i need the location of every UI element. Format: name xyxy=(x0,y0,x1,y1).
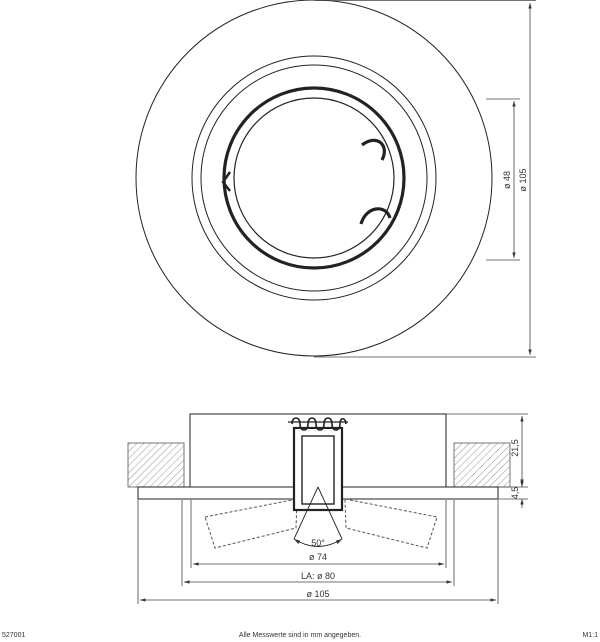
body-inner-circle xyxy=(200,64,428,292)
ceiling-hatch-right xyxy=(453,442,511,488)
outer-flange-circle xyxy=(135,0,493,357)
spring-bracket xyxy=(292,426,344,512)
angle-line-right xyxy=(317,486,343,540)
lamp-ring-inner xyxy=(233,97,395,259)
dim-label-height: 21,5 xyxy=(510,439,520,457)
ceiling-hatch-left xyxy=(127,442,185,488)
dim-label-74: ø 74 xyxy=(309,552,327,562)
side-view-dimensions xyxy=(137,413,528,604)
spring-hook-upper xyxy=(361,138,386,161)
top-view xyxy=(135,0,493,357)
top-view-dimensions xyxy=(314,0,536,358)
side-view xyxy=(137,413,499,549)
clip-notch-left xyxy=(221,171,232,192)
dim-label-105: ø 105 xyxy=(306,589,329,599)
spring-hook-lower xyxy=(359,207,392,225)
dim-label-outer: ø 105 xyxy=(518,168,528,191)
dim-label-80: LA: ø 80 xyxy=(301,571,335,581)
lamp-ring-outer xyxy=(222,86,406,270)
dim-label-flange: 4,5 xyxy=(510,487,520,500)
spring-bracket-inner xyxy=(301,435,335,505)
angle-line-left xyxy=(293,486,319,540)
measurement-note: Alle Messwerte sind in mm angegeben. xyxy=(238,632,362,639)
body-outer-circle xyxy=(191,55,437,301)
dim-label-inner: ø 48 xyxy=(502,171,512,189)
article-number: 527001 xyxy=(2,632,26,639)
angle-arc xyxy=(293,538,343,547)
angle-label: 50° xyxy=(311,538,325,548)
scale-label: M1:1 xyxy=(582,632,598,639)
tilted-lamp-right xyxy=(344,498,438,549)
tilted-lamp-left xyxy=(204,498,298,549)
spring-coil xyxy=(291,417,347,431)
